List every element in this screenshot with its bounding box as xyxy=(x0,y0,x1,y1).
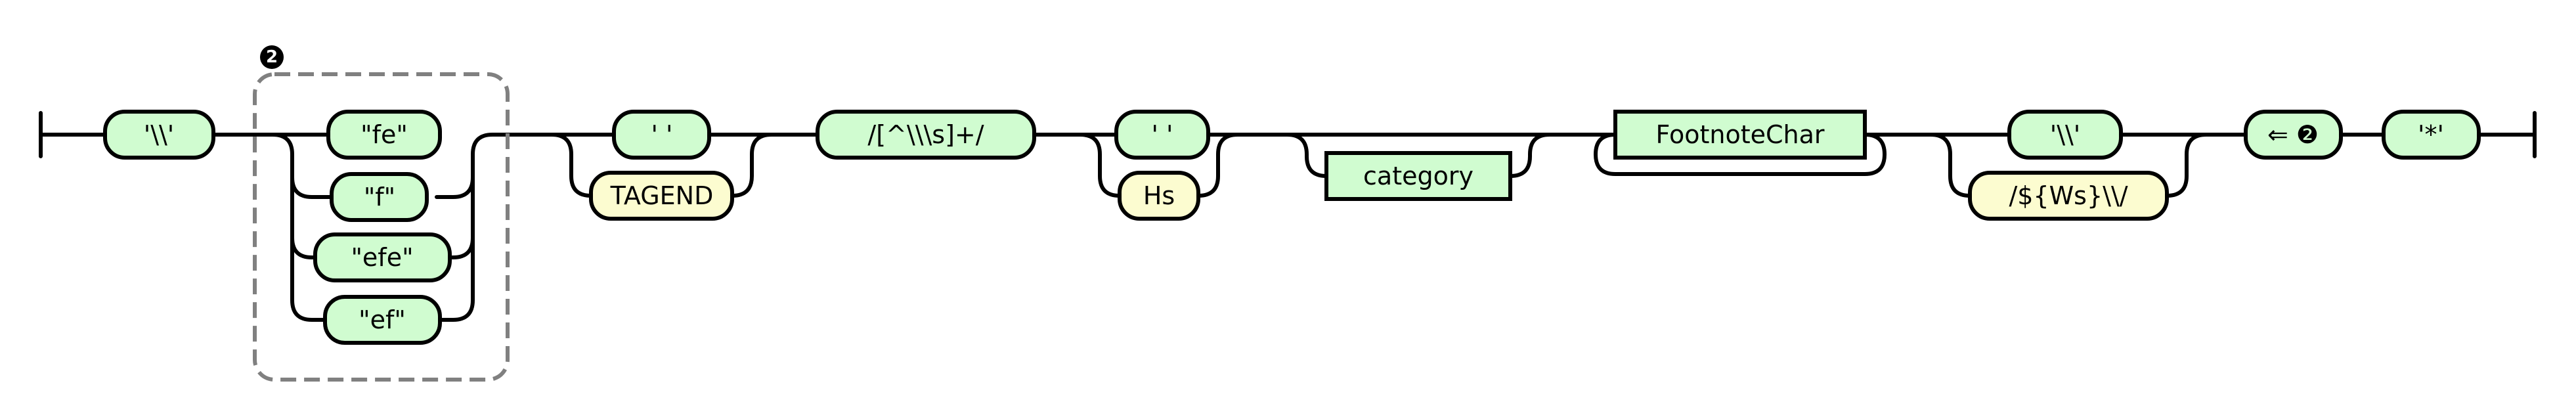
svg-text:category: category xyxy=(1363,162,1474,190)
svg-text:"fe": "fe" xyxy=(360,120,408,149)
svg-text:TAGEND: TAGEND xyxy=(610,181,714,210)
svg-text:"ef": "ef" xyxy=(359,305,406,334)
choice-fe: "fe" xyxy=(326,110,442,160)
regex-non-backslash-whitespace: /[^\\\s]+/ xyxy=(816,110,1036,160)
terminal-end-asterisk: '*' xyxy=(2382,110,2481,160)
regex-ws-backslash: /${Ws}\\/ xyxy=(1968,171,2169,221)
svg-text:' ': ' ' xyxy=(1152,120,1173,149)
nonterminal-footnote-char: FootnoteChar xyxy=(1613,110,1867,160)
svg-text:FootnoteChar: FootnoteChar xyxy=(1655,120,1824,149)
svg-text:'\\': '\\' xyxy=(2050,120,2081,149)
svg-text:'*': '*' xyxy=(2418,120,2444,149)
svg-text:"efe": "efe" xyxy=(351,243,413,272)
back-reference: ⇐ ❷ xyxy=(2244,110,2343,160)
regex-tagend: TAGEND xyxy=(589,171,734,221)
choice-f: "f" xyxy=(330,172,429,222)
svg-text:⇐ ❷: ⇐ ❷ xyxy=(2267,120,2319,149)
terminal-start-backslash: '\\' xyxy=(103,110,215,160)
svg-text:"f": "f" xyxy=(364,183,395,211)
rail-lines xyxy=(39,111,2537,322)
nonterminal-category: category xyxy=(1324,151,1512,201)
terminal-backslash: '\\' xyxy=(2007,110,2123,160)
group-border xyxy=(253,72,510,382)
choice-efe: "efe" xyxy=(313,232,452,282)
svg-text:' ': ' ' xyxy=(651,120,673,149)
group-badge-number: 2 xyxy=(266,47,278,67)
terminal-space-2: ' ' xyxy=(1114,110,1210,160)
svg-text:/[^\\\s]+/: /[^\\\s]+/ xyxy=(867,120,984,149)
terminal-space: ' ' xyxy=(612,110,711,160)
svg-text:'\\': '\\' xyxy=(144,120,175,149)
svg-text:Hs: Hs xyxy=(1143,181,1175,210)
choice-ef: "ef" xyxy=(323,295,442,345)
group-badge xyxy=(260,45,284,69)
regex-hs: Hs xyxy=(1118,171,1200,221)
svg-text:/${Ws}\\/: /${Ws}\\/ xyxy=(2009,181,2128,210)
capture-group: 2 xyxy=(253,45,510,382)
